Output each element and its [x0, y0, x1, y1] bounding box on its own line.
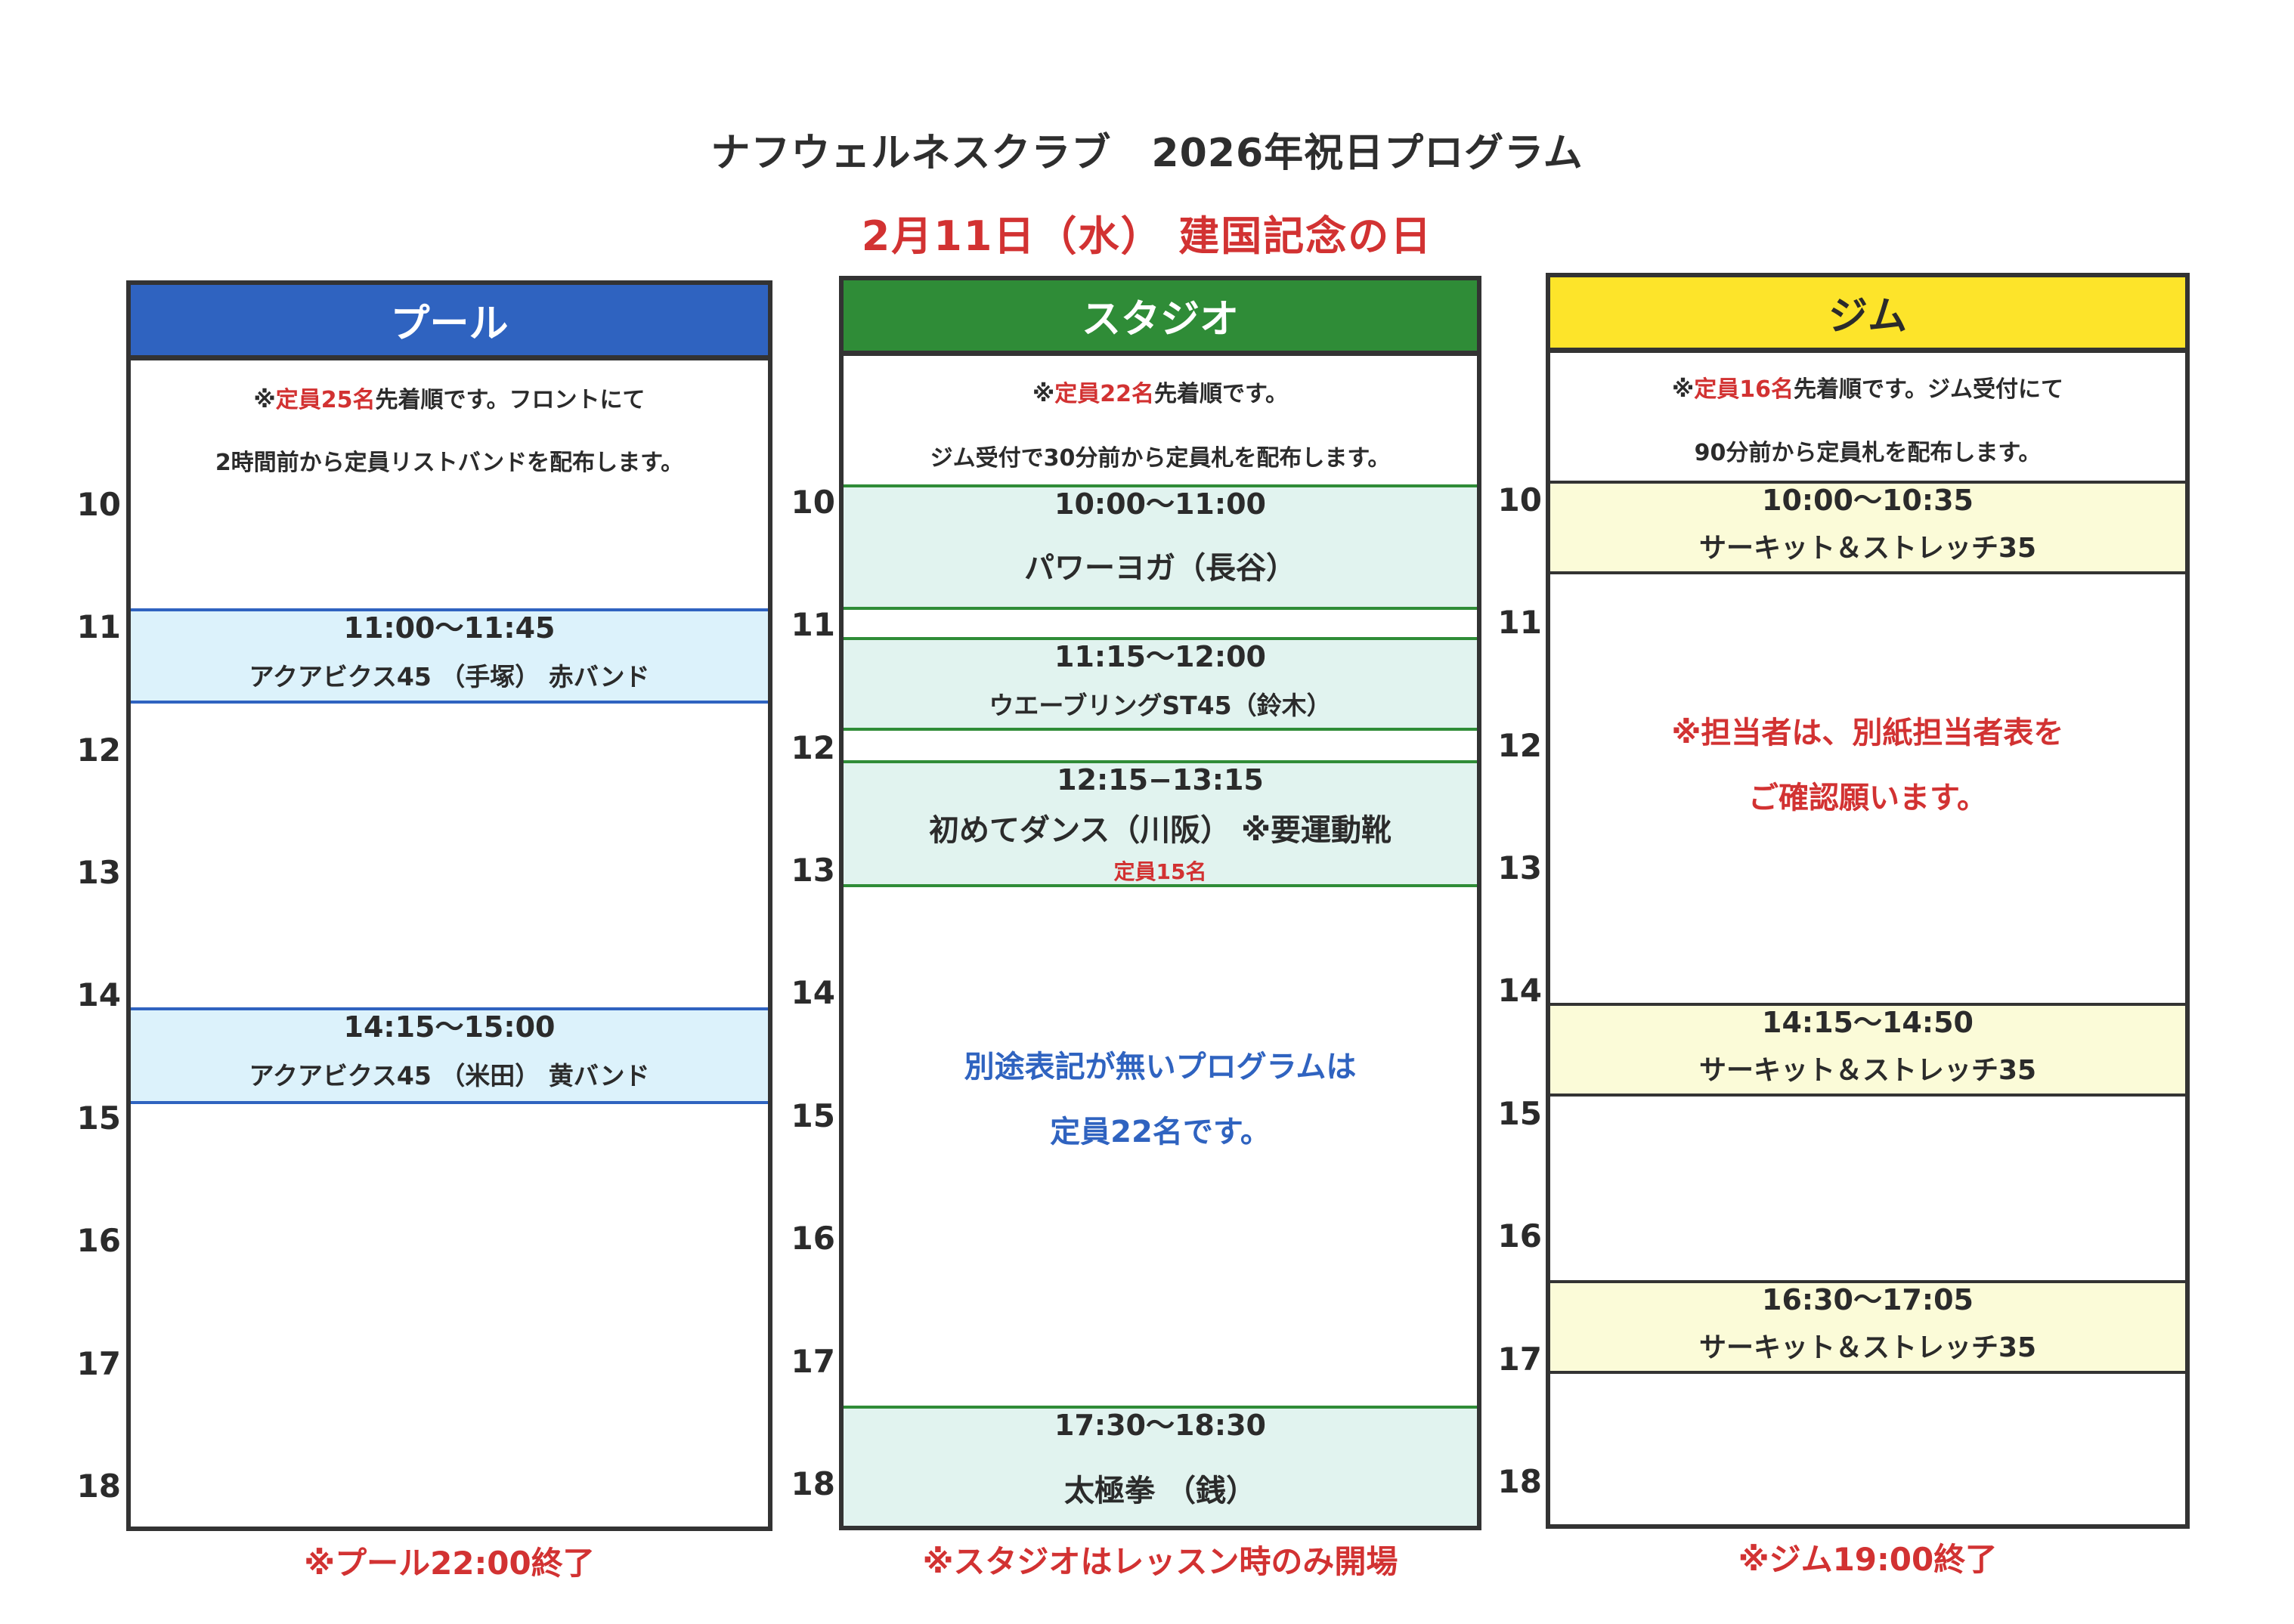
gym-capacity-note: ※定員16名先着順です。ジム受付にて [1550, 370, 2185, 404]
capacity-highlight: 定員16名 [1694, 376, 1794, 403]
event-name: 太極拳 （銭） [1064, 1474, 1256, 1508]
event-name: 初めてダンス（川阪） ※要運動靴 [928, 813, 1392, 848]
hour-label: 12 [76, 732, 121, 769]
hour-label: 11 [76, 608, 121, 645]
hour-label: 16 [1497, 1217, 1542, 1254]
capacity-highlight: 定員22名 [1054, 381, 1154, 407]
pool-header: プール [131, 285, 768, 360]
event-name: アクアビクス45 （米田） 黄バンド [249, 1061, 650, 1090]
hour-label: 17 [791, 1343, 835, 1380]
hour-label: 10 [76, 486, 121, 523]
gym-header-label: ジム [1828, 294, 1907, 339]
event-name: サーキット＆ストレッチ35 [1698, 1055, 2037, 1086]
event-capacity: 定員15名 [1113, 859, 1207, 884]
note-text: 先着順です。 [1153, 381, 1288, 407]
event-time: 10:00～10:35 [1762, 484, 1974, 517]
event-time: 16:30～17:05 [1762, 1283, 1974, 1316]
studio-schedule-column: スタジオ ※定員22名先着順です。 ジム受付で30分前から定員札を配布します。 … [839, 276, 1481, 1530]
gym-event[interactable]: 16:30～17:05 サーキット＆ストレッチ35 [1550, 1280, 2185, 1374]
pool-schedule-column: プール ※定員25名先着順です。フロントにて 2時間前から定員リストバンドを配布… [126, 280, 772, 1531]
pool-capacity-note: ※定員25名先着順です。フロントにて [131, 381, 768, 414]
gym-closing-note: ※ジム19:00終了 [1738, 1541, 1998, 1578]
hour-label: 14 [76, 976, 121, 1013]
info-line: ※担当者は、別紙担当者表を [1671, 716, 2064, 750]
hour-label: 16 [791, 1220, 835, 1257]
note-mark: ※ [1032, 381, 1055, 407]
pool-closing-note: ※プール22:00終了 [304, 1545, 595, 1582]
note-mark: ※ [1672, 376, 1695, 403]
hour-label: 14 [791, 974, 835, 1011]
pool-event[interactable]: 14:15～15:00 アクアビクス45 （米田） 黄バンド [131, 1007, 768, 1104]
event-name: サーキット＆ストレッチ35 [1698, 533, 2037, 564]
event-time: 17:30～18:30 [1054, 1409, 1266, 1442]
hour-label: 10 [1497, 481, 1542, 518]
gym-event[interactable]: 14:15～14:50 サーキット＆ストレッチ35 [1550, 1003, 2185, 1097]
event-name: パワーヨガ（長谷） [1024, 551, 1296, 586]
capacity-highlight: 定員25名 [275, 387, 376, 413]
info-line: ご確認願います。 [1748, 781, 1987, 815]
holiday-date-subtitle: 2月11日（水） 建国記念の日 [861, 212, 1433, 260]
studio-header: スタジオ [844, 280, 1477, 356]
studio-default-capacity-info: 別途表記が無いプログラムは 定員22名です。 [844, 1035, 1477, 1165]
hour-label: 15 [76, 1100, 121, 1137]
event-time: 11:00～11:45 [343, 611, 556, 645]
hour-label: 15 [1497, 1095, 1542, 1132]
hour-label: 16 [76, 1222, 121, 1259]
gym-header: ジム [1550, 277, 2185, 353]
event-name: サーキット＆ストレッチ35 [1698, 1332, 2037, 1363]
event-name: ウエーブリングST45（鈴木） [989, 691, 1332, 720]
hour-label: 11 [1497, 604, 1542, 641]
event-time: 12:15−13:15 [1057, 763, 1264, 797]
gym-distribution-note: 90分前から定員札を配布します。 [1694, 440, 2042, 466]
hour-label: 17 [76, 1345, 121, 1382]
studio-opening-note: ※スタジオはレッスン時のみ開場 [922, 1543, 1398, 1580]
event-time: 11:15～12:00 [1054, 640, 1266, 673]
gym-event[interactable]: 10:00～10:35 サーキット＆ストレッチ35 [1550, 481, 2185, 574]
note-mark: ※ [253, 387, 276, 413]
info-line: 定員22名です。 [1050, 1115, 1271, 1149]
pool-header-label: プール [390, 302, 509, 347]
hour-label: 11 [791, 606, 835, 643]
hour-label: 13 [1497, 849, 1542, 886]
hour-label: 10 [791, 484, 835, 521]
hour-label: 12 [791, 729, 835, 766]
hour-label: 15 [791, 1097, 835, 1134]
pool-event[interactable]: 11:00～11:45 アクアビクス45 （手塚） 赤バンド [131, 608, 768, 704]
studio-event[interactable]: 17:30～18:30 太極拳 （銭） [844, 1406, 1477, 1526]
note-text: 先着順です。ジム受付にて [1793, 376, 2063, 403]
gym-schedule-column: ジム ※定員16名先着順です。ジム受付にて 90分前から定員札を配布します。 1… [1546, 273, 2190, 1529]
hour-label: 18 [1497, 1463, 1542, 1500]
hour-label: 17 [1497, 1341, 1542, 1378]
studio-capacity-note: ※定員22名先着順です。 [844, 375, 1477, 408]
hour-label: 18 [791, 1465, 835, 1502]
studio-event[interactable]: 11:15～12:00 ウエーブリングST45（鈴木） [844, 637, 1477, 731]
gym-staff-info: ※担当者は、別紙担当者表を ご確認願います。 [1550, 701, 2185, 831]
pool-distribution-note: 2時間前から定員リストバンドを配布します。 [215, 450, 684, 476]
studio-event[interactable]: 10:00～11:00 パワーヨガ（長谷） [844, 484, 1477, 610]
hour-label: 13 [76, 854, 121, 891]
info-line: 別途表記が無いプログラムは [964, 1050, 1357, 1084]
studio-event[interactable]: 12:15−13:15 初めてダンス（川阪） ※要運動靴 定員15名 [844, 760, 1477, 887]
event-time: 14:15～15:00 [343, 1010, 556, 1044]
hour-label: 12 [1497, 727, 1542, 764]
page-title: ナフウェルネスクラブ 2026年祝日プログラム [710, 131, 1584, 176]
hour-label: 18 [76, 1468, 121, 1505]
event-time: 14:15～14:50 [1762, 1006, 1974, 1039]
studio-header-label: スタジオ [1081, 297, 1239, 342]
hour-label: 13 [791, 852, 835, 889]
hour-label: 14 [1497, 972, 1542, 1009]
note-text: 先着順です。フロントにて [375, 387, 645, 413]
event-name: アクアビクス45 （手塚） 赤バンド [249, 662, 650, 691]
studio-distribution-note: ジム受付で30分前から定員札を配布します。 [930, 445, 1391, 472]
event-time: 10:00～11:00 [1054, 487, 1266, 521]
